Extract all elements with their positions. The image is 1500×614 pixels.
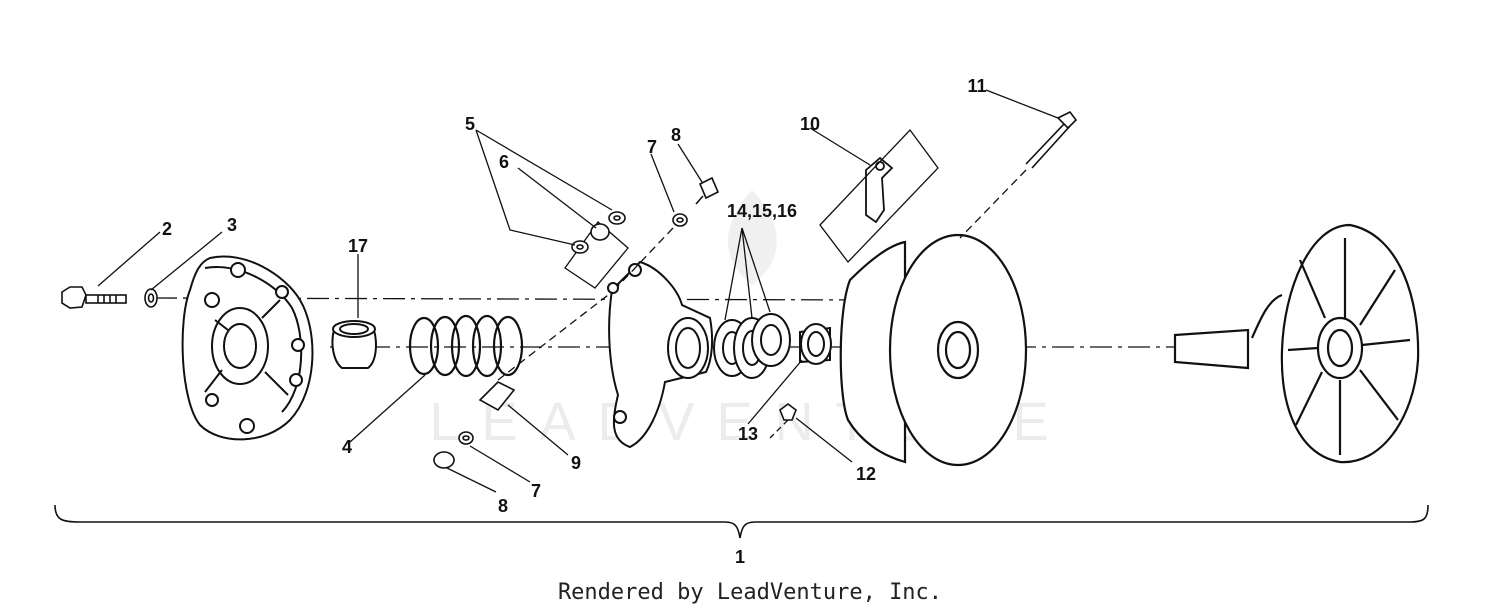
assembly-brace bbox=[54, 504, 1429, 539]
callout-10: 10 bbox=[800, 114, 820, 134]
callout-8-upper: 8 bbox=[671, 125, 681, 145]
callout-13: 13 bbox=[738, 424, 758, 444]
part-spider bbox=[607, 260, 714, 449]
bushing-group-box bbox=[564, 221, 629, 289]
part-bushing bbox=[331, 320, 377, 369]
part-spring bbox=[408, 314, 524, 378]
part-pin bbox=[1025, 110, 1078, 169]
callout-7-lower: 7 bbox=[531, 481, 541, 501]
callout-7-upper: 7 bbox=[647, 137, 657, 157]
callout-14-15-16: 14,15,16 bbox=[727, 201, 797, 221]
callout-8-lower: 8 bbox=[498, 496, 508, 516]
pin-guide-line bbox=[959, 169, 1027, 239]
part-fixed-sheave bbox=[1173, 223, 1420, 464]
rendered-by-footer: Rendered by LeadVenture, Inc. bbox=[557, 580, 943, 605]
bolt-guide-line bbox=[617, 227, 674, 287]
part-lower-hardware bbox=[433, 381, 516, 469]
part-small-bushings bbox=[571, 176, 720, 254]
callout-3: 3 bbox=[227, 215, 237, 235]
callout-6: 6 bbox=[499, 152, 509, 172]
callout-12: 12 bbox=[856, 464, 876, 484]
part-cover-plate bbox=[181, 255, 314, 441]
part-washer bbox=[144, 288, 158, 308]
part-small-screw bbox=[779, 403, 797, 421]
leader-lines bbox=[97, 89, 1059, 493]
callout-2: 2 bbox=[162, 219, 172, 239]
callout-4: 4 bbox=[342, 437, 352, 457]
part-sleeve bbox=[799, 323, 832, 365]
part-moveable-sheave bbox=[839, 233, 1028, 467]
part-weight-arm bbox=[865, 156, 894, 224]
callout-labels: 1 2 3 4 5 6 7 7 8 8 9 10 11 12 13 14,15,… bbox=[162, 76, 987, 567]
part-bolt bbox=[61, 286, 127, 309]
part-roller-set bbox=[713, 313, 791, 379]
watermark-logo bbox=[728, 190, 777, 285]
callout-9: 9 bbox=[571, 453, 581, 473]
callout-17: 17 bbox=[348, 236, 368, 256]
arm-group-box bbox=[819, 128, 939, 264]
callout-5: 5 bbox=[465, 114, 475, 134]
screw-guide-line bbox=[769, 419, 789, 439]
lower-guide-line bbox=[497, 291, 613, 381]
callout-11: 11 bbox=[967, 76, 986, 96]
callout-1: 1 bbox=[735, 547, 745, 567]
